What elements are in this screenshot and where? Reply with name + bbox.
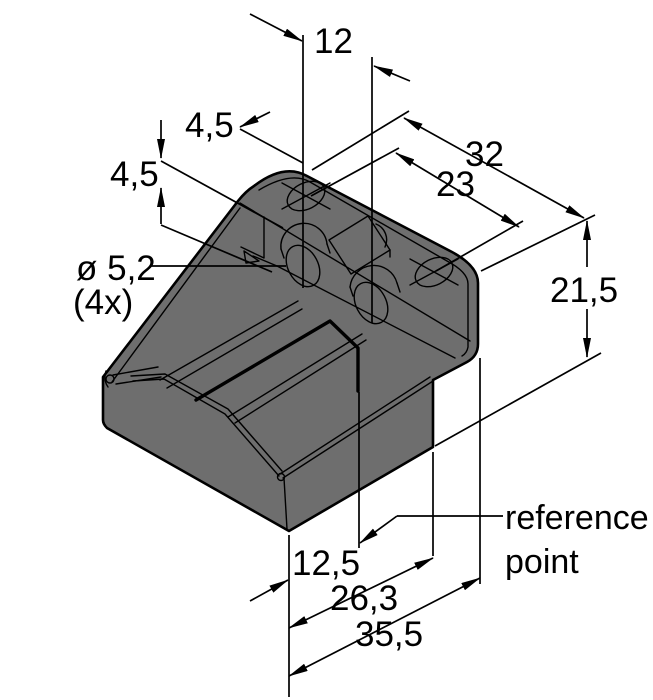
extension-line: [239, 128, 304, 164]
groove-black-line: [194, 319, 360, 402]
counterbore-arc: [280, 222, 328, 250]
extension-line-upper: [310, 147, 400, 197]
dim-23-label: 23: [436, 165, 475, 204]
dim-45-upper: 4,5: [157, 106, 304, 164]
reference-point-line2: point: [505, 543, 579, 581]
dim-125-label: 12,5: [292, 544, 360, 583]
dimension-line: [395, 152, 520, 228]
leader-arrow: [359, 515, 398, 544]
extension-line-upper: [311, 110, 410, 171]
recess-chamfer: [243, 250, 260, 264]
hole-diameter-label: ø 5,2: [76, 249, 156, 288]
top-edge-inner-line: [258, 177, 469, 357]
slope-groove-lines: [111, 207, 367, 424]
dim-45-lower-label: 4,5: [110, 155, 159, 194]
front-hole-left: [280, 222, 331, 288]
dim-23: 23: [310, 147, 524, 272]
top-slot: [328, 215, 391, 275]
arrow-left: [249, 13, 303, 42]
arrow-right: [373, 65, 411, 82]
dim-45-upper-label: 4,5: [185, 106, 234, 145]
dim-215-label: 21,5: [550, 271, 618, 310]
bottom-corner-edge: [283, 477, 288, 530]
dim-12: 12: [249, 13, 411, 323]
dimension-annotations: 12 4,5 4,5 ø 5,2 (4x) 32: [73, 13, 649, 697]
dim-263-label: 26,3: [330, 579, 398, 618]
extension-line: [434, 352, 602, 447]
dimension-line: [288, 577, 481, 677]
dim-355: 35,5: [288, 577, 481, 677]
front-right-fold: [279, 376, 434, 479]
bracket-silhouette: [101, 170, 480, 533]
extension-line-b: [160, 224, 273, 273]
slot-inner-arc: [375, 223, 388, 248]
extension-line-lower: [480, 214, 596, 272]
extension-line-a: [160, 160, 284, 229]
top-hole-left: [281, 180, 331, 212]
hole-diameter-callout: ø 5,2 (4x): [73, 249, 286, 322]
fold-steep-slope: [276, 265, 456, 359]
reference-point-note: reference point: [505, 499, 649, 581]
arrow: [239, 111, 271, 128]
arrow-left: [249, 579, 289, 602]
dim-12-label: 12: [314, 22, 353, 61]
reference-point-line1: reference: [505, 499, 649, 537]
recess-edge: [240, 216, 265, 259]
hole-count-label: (4x): [73, 283, 133, 322]
bracket-body: [101, 170, 480, 533]
dim-215: 21,5: [434, 220, 618, 447]
hole-cross-icon: [281, 182, 331, 210]
left-pocket: [104, 366, 162, 388]
dim-355-label: 35,5: [355, 615, 423, 654]
extension-line-lower: [435, 220, 524, 272]
dim-45-lower: 4,5: [110, 155, 284, 273]
recess-lip: [252, 255, 278, 267]
